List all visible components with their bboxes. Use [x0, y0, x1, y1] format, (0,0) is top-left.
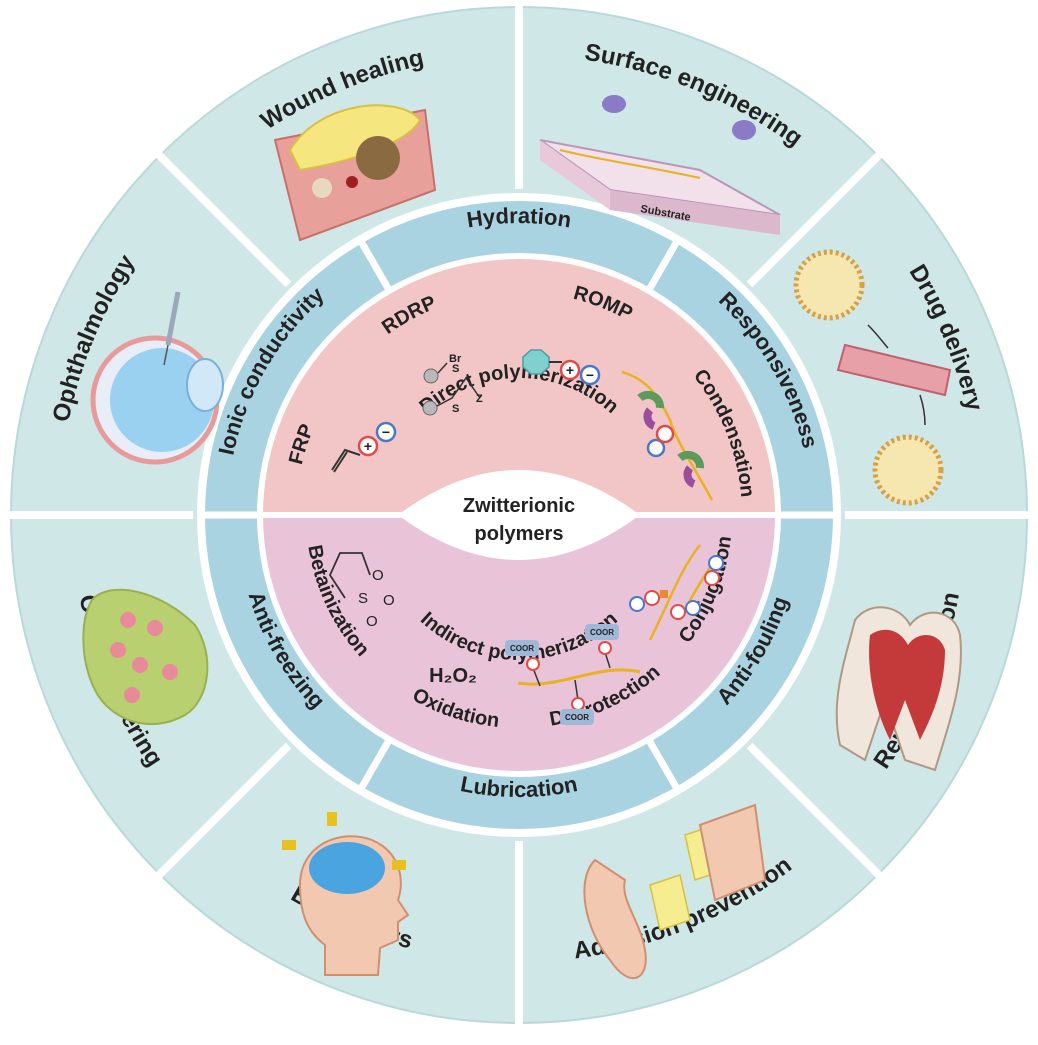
cell-engineering-illustration — [82, 588, 209, 725]
application-divider-line — [154, 742, 292, 880]
coor-label-2: COOR — [565, 713, 589, 722]
center-title-line2: polymers — [475, 523, 564, 545]
application-divider-line — [746, 150, 884, 288]
property-divider-line — [643, 239, 681, 296]
property-label-hydration-path: Hydration — [465, 203, 573, 232]
frp-monomer-icon: + − — [331, 421, 397, 473]
adhesion-prevention-illustration — [583, 803, 767, 980]
remineralization-tooth-illustration — [835, 606, 962, 772]
romp-monomer-icon: + − — [522, 349, 601, 386]
property-dividers — [203, 239, 835, 791]
center-title-line1: Zwitterionic — [463, 495, 575, 517]
ophthalmology-eye-illustration — [90, 291, 224, 465]
svg-text:−: − — [586, 367, 594, 383]
svg-text:+: + — [364, 438, 372, 454]
rdrp-s-label-2: S — [452, 363, 459, 375]
svg-text:+: + — [566, 362, 574, 378]
sultone-o-label-3: O — [366, 613, 378, 630]
surface-engineering-illustration: Substrate — [539, 95, 781, 235]
sultone-o-label-1: O — [372, 567, 384, 584]
property-divider-line — [357, 239, 395, 296]
sultone-o-label-2: O — [383, 592, 395, 609]
sultone-molecule-icon: O S O O — [328, 552, 395, 630]
conjugation-chains-icon — [629, 544, 724, 641]
application-divider-line — [746, 742, 884, 880]
condensation-chain-icon — [621, 370, 714, 501]
application-divider-line — [154, 150, 292, 288]
svg-text:−: − — [382, 424, 390, 440]
rdrp-br-label: Br — [449, 353, 462, 365]
coor-label-3: COOR — [590, 628, 614, 637]
property-divider-line — [643, 734, 681, 791]
coor-label-1: COOR — [510, 644, 534, 653]
direct-polymerization-half — [263, 259, 775, 515]
sultone-s-label: S — [358, 590, 368, 607]
deprotection-chain-icon: COOR COOR COOR — [505, 624, 641, 725]
wound-healing-illustration — [273, 104, 437, 242]
application-dividers — [7, 3, 1031, 1027]
h2o2-label: H₂O₂ — [429, 665, 477, 687]
center-lens — [398, 470, 640, 560]
property-label-hydration: Hydration — [465, 203, 573, 232]
biosensors-head-illustration — [282, 812, 410, 976]
rdrp-agent-icon: Br S S Z — [422, 353, 483, 416]
rdrp-z-label: Z — [476, 393, 483, 405]
rdrp-s-label-1: S — [452, 403, 459, 415]
drug-delivery-illustration — [793, 249, 952, 506]
property-divider-line — [357, 734, 395, 791]
